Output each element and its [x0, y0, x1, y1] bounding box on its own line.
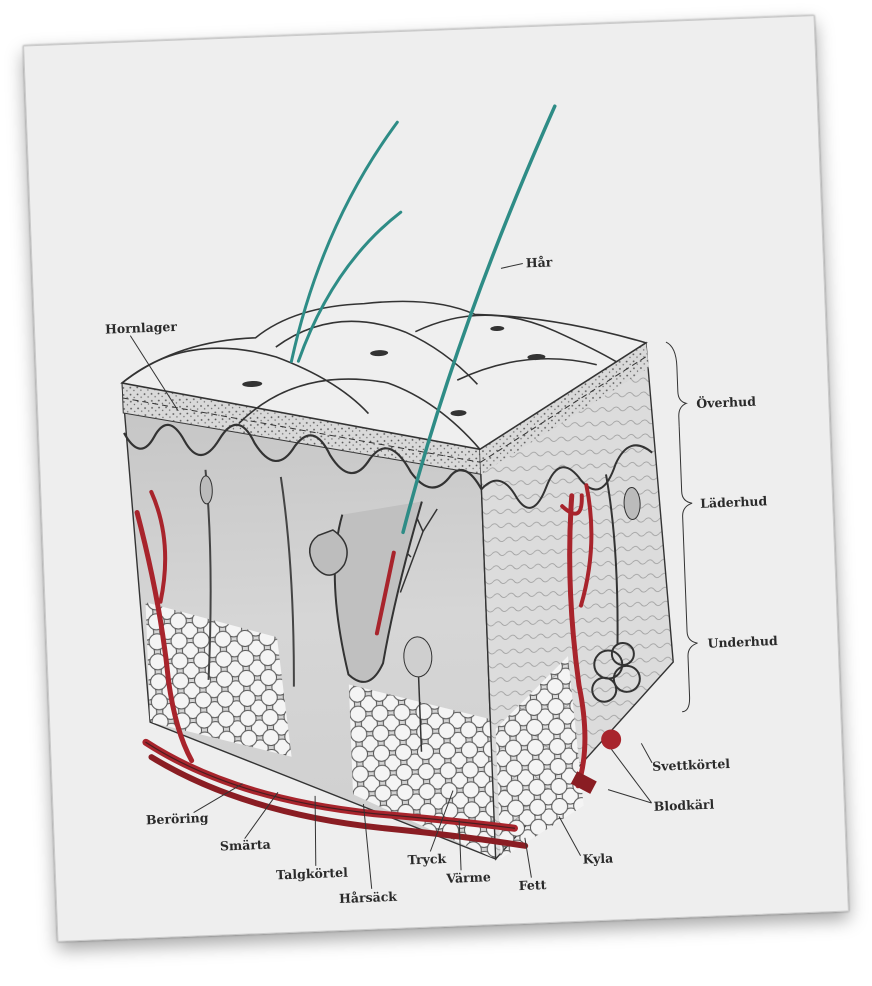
- label-beroring: Beröring: [146, 810, 209, 827]
- block-front-face: [122, 369, 496, 872]
- label-svettkortel: Svettkörtel: [652, 756, 731, 774]
- skin-diagram: Hår Hornlager Överhud Läderhud Underhud …: [24, 16, 848, 941]
- label-talgkortel: Talgkörtel: [276, 865, 349, 883]
- label-tryck: Tryck: [407, 851, 446, 867]
- label-harsack: Hårsäck: [339, 889, 398, 906]
- label-fett: Fett: [518, 877, 546, 893]
- label-smarta: Smärta: [220, 837, 271, 854]
- diagram-card: Hår Hornlager Överhud Läderhud Underhud …: [23, 15, 849, 942]
- label-hornlager: Hornlager: [105, 319, 178, 337]
- label-har: Hår: [526, 254, 553, 270]
- label-kyla: Kyla: [582, 850, 613, 866]
- label-laderhud: Läderhud: [700, 493, 768, 511]
- label-underhud: Underhud: [707, 633, 778, 651]
- label-varme: Värme: [445, 869, 491, 886]
- label-blodkarl: Blodkärl: [653, 797, 714, 814]
- label-overhud: Överhud: [696, 393, 756, 411]
